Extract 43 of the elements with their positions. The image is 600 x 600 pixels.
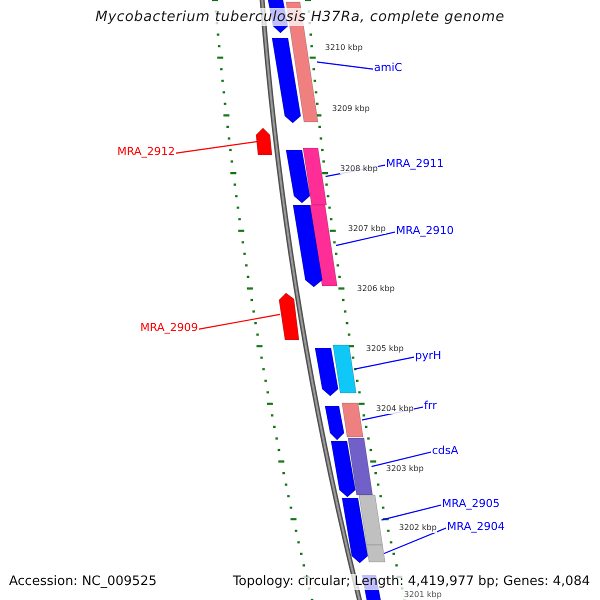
forward-gene-feature	[286, 150, 310, 204]
reverse-gene-feature	[256, 128, 272, 156]
forward-gene-feature	[292, 204, 323, 288]
leader-line	[384, 528, 446, 554]
leader-line	[198, 314, 280, 330]
gene-label: MRA_2904	[447, 520, 505, 533]
scale-label: 3204 kbp	[376, 404, 414, 414]
gene-label: MRA_2905	[442, 497, 500, 510]
scale-label: 3202 kbp	[399, 523, 437, 533]
leader-line	[336, 232, 396, 246]
gene-label: MRA_2909	[140, 321, 198, 334]
leader-line	[371, 452, 432, 468]
scale-label: 3210 kbp	[325, 43, 363, 53]
gene-label: amiC	[374, 61, 402, 74]
leader-line	[316, 61, 374, 70]
forward-gene-feature	[272, 38, 302, 124]
gene-label: MRA_2911	[386, 157, 444, 170]
leader-line	[381, 504, 442, 521]
scale-label: 3208 kbp	[340, 164, 378, 174]
gene-bar	[342, 402, 364, 438]
gene-label: MRA_2912	[117, 145, 175, 158]
scale-label: 3209 kbp	[332, 104, 370, 114]
gene-label: frr	[424, 399, 437, 412]
forward-gene-feature	[314, 348, 339, 396]
gene-label: pyrH	[415, 349, 442, 362]
forward-gene-feature	[324, 406, 344, 440]
gene-bar	[348, 438, 373, 496]
accession-text: Accession: NC_009525	[9, 574, 157, 590]
scale-label: 3206 kbp	[357, 284, 395, 294]
scale-label: 3201 kbp	[404, 590, 442, 600]
genome-info-text: Topology: circular; Length: 4,419,977 bp; Genes: 4,084	[232, 574, 590, 590]
scale-label: 3203 kbp	[386, 464, 424, 474]
scale-label: 3205 kbp	[366, 344, 404, 354]
forward-gene-feature	[342, 498, 368, 564]
reverse-gene-feature	[278, 292, 300, 340]
leader-line	[355, 356, 414, 370]
gene-bar	[302, 148, 327, 206]
leader-line	[176, 141, 258, 154]
gene-bar	[332, 344, 357, 394]
scale-label: 3207 kbp	[348, 224, 386, 234]
gene-bar	[310, 204, 338, 286]
gene-label: cdsA	[432, 444, 458, 457]
gene-label: MRA_2910	[396, 224, 454, 237]
